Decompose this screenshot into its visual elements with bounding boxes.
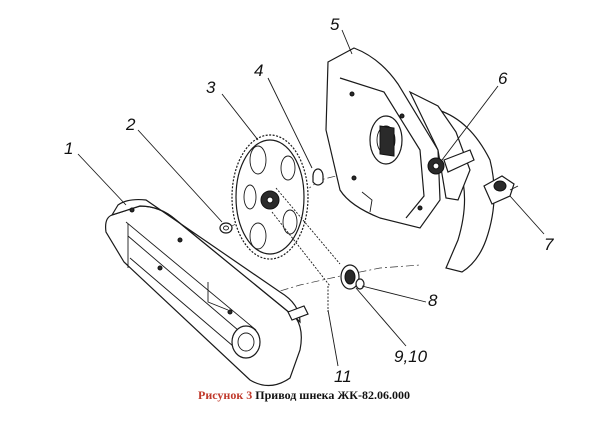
part-1-chain-case	[105, 198, 309, 387]
callout-1: 1	[64, 139, 73, 158]
leader-lines	[77, 29, 545, 367]
figure-caption-label: Рисунок 3	[198, 388, 253, 402]
part-11-roller-chain	[271, 187, 341, 312]
part-7-coupling	[483, 175, 519, 205]
part-6-tensioner	[427, 149, 475, 175]
part-4-bushing	[312, 168, 324, 186]
part-8-small-sprocket	[340, 264, 365, 290]
callout-6: 6	[498, 69, 508, 88]
callout-7: 7	[544, 235, 554, 254]
callout-11: 11	[334, 367, 352, 386]
callout-2: 2	[125, 115, 136, 134]
callout-4: 4	[254, 61, 263, 80]
part-3-large-sprocket	[231, 134, 309, 260]
part-2-washer	[219, 222, 233, 234]
callout-5: 5	[330, 15, 340, 34]
callout-3: 3	[206, 78, 216, 97]
callout-9-10: 9,10	[394, 347, 428, 366]
figure-caption: Рисунок 3 Привод шнека ЖК-82.06.000	[0, 388, 608, 403]
part-5-mounting-frame	[325, 47, 495, 273]
figure-caption-text: Привод шнека ЖК-82.06.000	[255, 388, 410, 402]
callout-8: 8	[428, 291, 438, 310]
callout-labels: 1 2 3 4 5 6 7 8 9,10 11	[64, 15, 554, 386]
